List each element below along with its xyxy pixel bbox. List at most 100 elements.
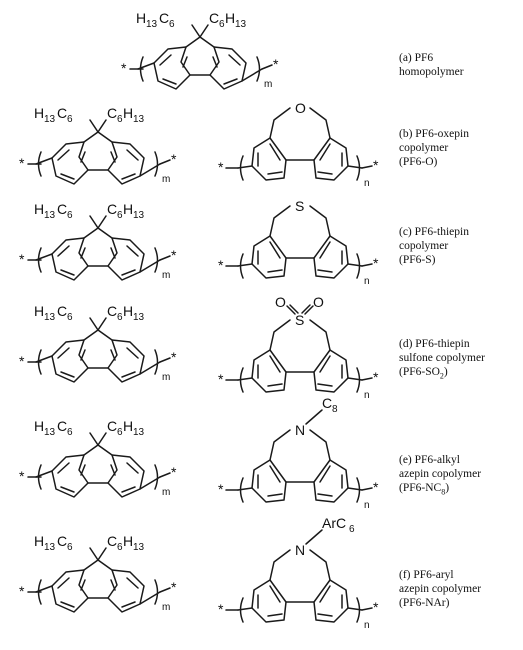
- svg-text:H: H: [123, 105, 133, 121]
- svg-text:*: *: [171, 247, 177, 263]
- svg-text:H: H: [34, 303, 44, 319]
- svg-text:13: 13: [235, 19, 247, 30]
- svg-text:H: H: [123, 303, 133, 319]
- caption-c-line2: copolymer: [399, 240, 449, 252]
- svg-text:m: m: [162, 602, 170, 613]
- caption-b-line3: (PF6-O): [399, 156, 438, 168]
- svg-text:C: C: [107, 201, 117, 217]
- svg-text:13: 13: [133, 210, 145, 221]
- svg-text:*: *: [218, 601, 224, 617]
- svg-text:6: 6: [117, 114, 123, 125]
- svg-text:6: 6: [67, 312, 73, 323]
- svg-text:8: 8: [332, 404, 338, 415]
- svg-text:C: C: [107, 418, 117, 434]
- caption-d-line3-text: (PF6-SO: [399, 366, 440, 378]
- svg-text:O: O: [295, 100, 306, 116]
- svg-text:13: 13: [146, 19, 158, 30]
- svg-text:m: m: [162, 487, 170, 498]
- svg-text:H: H: [123, 201, 133, 217]
- svg-text:13: 13: [44, 542, 56, 553]
- svg-text:n: n: [364, 390, 370, 401]
- svg-text:6: 6: [117, 542, 123, 553]
- svg-text:*: *: [373, 599, 379, 615]
- caption-c-line3: (PF6-S): [399, 254, 436, 266]
- caption-a-line2: homopolymer: [399, 66, 464, 78]
- svg-text:H: H: [34, 105, 44, 121]
- svg-text:C: C: [57, 533, 67, 549]
- svg-text:6: 6: [67, 210, 73, 221]
- caption-f-line1: (f) PF6-aryl: [399, 569, 454, 581]
- caption-f-line3: (PF6-NAr): [399, 597, 450, 609]
- caption-d-line2: sulfone copolymer: [399, 352, 485, 364]
- caption-b-line2: copolymer: [399, 142, 449, 154]
- structure-d-pf6-so2: H 13 C 6 C 6 H 13 m * * S O O n * *: [19, 294, 379, 401]
- svg-text:13: 13: [44, 114, 56, 125]
- svg-text:13: 13: [44, 427, 56, 438]
- svg-text:13: 13: [44, 312, 56, 323]
- caption-b-line1: (b) PF6-oxepin: [399, 128, 469, 140]
- svg-text:H: H: [34, 201, 44, 217]
- svg-text:n: n: [364, 620, 370, 631]
- svg-text:13: 13: [133, 427, 145, 438]
- svg-text:*: *: [19, 583, 25, 599]
- svg-text:*: *: [19, 353, 25, 369]
- svg-text:*: *: [218, 159, 224, 175]
- svg-text:6: 6: [349, 524, 355, 535]
- svg-text:S: S: [295, 312, 304, 328]
- svg-text:C: C: [107, 105, 117, 121]
- svg-text:6: 6: [117, 210, 123, 221]
- caption-f-line2: azepin copolymer: [399, 583, 482, 595]
- svg-text:13: 13: [44, 210, 56, 221]
- svg-text:C: C: [57, 303, 67, 319]
- svg-text:O: O: [313, 294, 324, 310]
- svg-text:6: 6: [117, 312, 123, 323]
- svg-text:H: H: [136, 10, 146, 26]
- svg-text:*: *: [19, 155, 25, 171]
- caption-d-line3-end: ): [443, 366, 448, 378]
- svg-text:O: O: [275, 294, 286, 310]
- svg-text:13: 13: [133, 312, 145, 323]
- caption-d-line1: (d) PF6-thiepin: [399, 338, 470, 350]
- svg-text:C: C: [107, 533, 117, 549]
- svg-text:*: *: [19, 251, 25, 267]
- svg-text:n: n: [364, 276, 370, 287]
- svg-text:C: C: [209, 10, 219, 26]
- caption-e-line1: (e) PF6-alkyl: [399, 454, 461, 466]
- svg-text:H: H: [123, 533, 133, 549]
- svg-text:13: 13: [133, 542, 145, 553]
- svg-text:H: H: [123, 418, 133, 434]
- svg-text:*: *: [171, 349, 177, 365]
- svg-text:C: C: [107, 303, 117, 319]
- svg-text:N: N: [295, 422, 305, 438]
- svg-text:*: *: [373, 479, 379, 495]
- svg-text:*: *: [373, 255, 379, 271]
- structure-e-pf6-nc8: H 13 C 6 C 6 H 13 m * * N C 8 n * *: [19, 395, 379, 511]
- structure-a-pf6: H 13 C 6 C 6 H 13 m * *: [121, 10, 279, 90]
- svg-text:C: C: [57, 105, 67, 121]
- svg-text:N: N: [295, 542, 305, 558]
- svg-text:6: 6: [67, 427, 73, 438]
- svg-text:C: C: [159, 10, 169, 26]
- svg-text:6: 6: [219, 19, 225, 30]
- svg-text:13: 13: [133, 114, 145, 125]
- svg-text:6: 6: [169, 19, 175, 30]
- caption-d: (d) PF6-thiepin sulfone copolymer (PF6-S…: [399, 337, 521, 383]
- caption-e: (e) PF6-alkyl azepin copolymer (PF6-NC8): [399, 453, 521, 499]
- svg-text:C: C: [57, 418, 67, 434]
- svg-text:*: *: [218, 257, 224, 273]
- caption-c-line1: (c) PF6-thiepin: [399, 226, 469, 238]
- caption-e-line3-sub: 8: [441, 487, 446, 497]
- caption-c: (c) PF6-thiepin copolymer (PF6-S): [399, 225, 521, 267]
- caption-a-line1: (a) PF6: [399, 52, 434, 64]
- svg-text:ArC: ArC: [322, 515, 346, 531]
- caption-e-line3: (PF6-NC8): [399, 481, 521, 499]
- svg-text:m: m: [264, 79, 272, 90]
- caption-e-line3-text: (PF6-NC: [399, 482, 442, 494]
- svg-text:m: m: [162, 270, 170, 281]
- svg-text:*: *: [218, 371, 224, 387]
- svg-text:m: m: [162, 174, 170, 185]
- svg-text:6: 6: [67, 114, 73, 125]
- svg-text:C: C: [322, 395, 332, 411]
- caption-a: (a) PF6 homopolymer: [399, 51, 521, 79]
